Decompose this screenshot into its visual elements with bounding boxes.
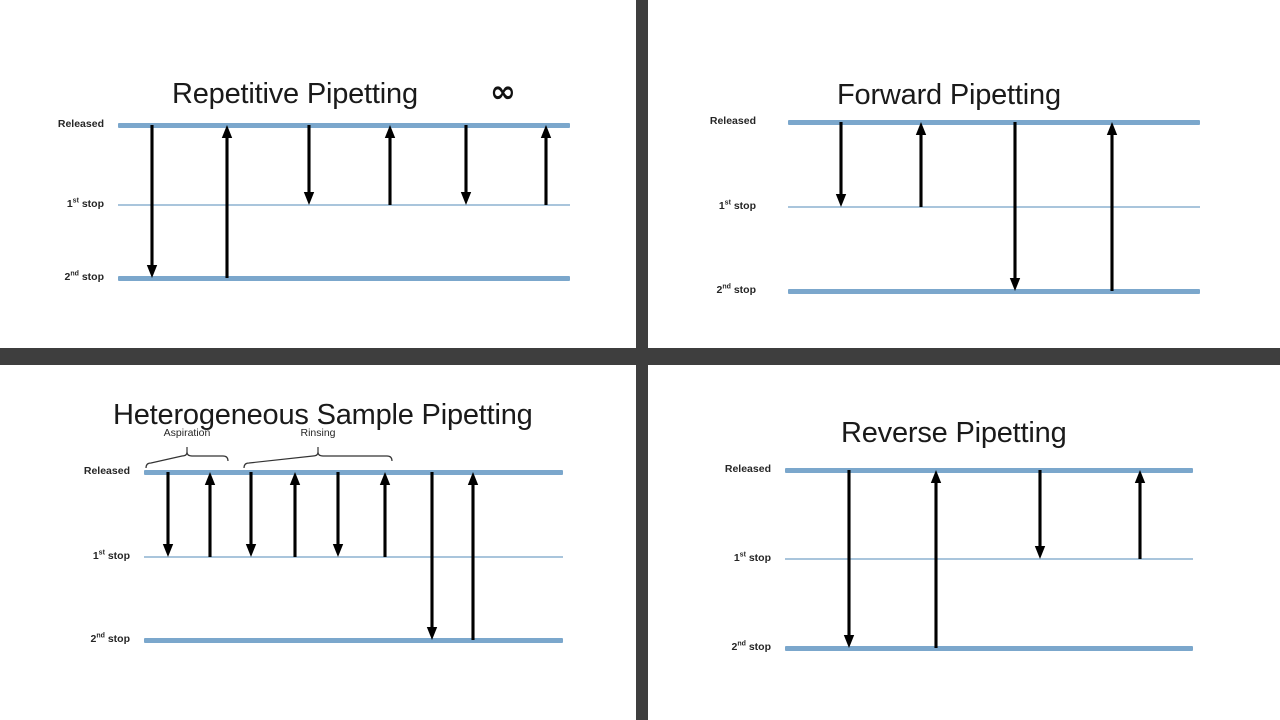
arrow-head bbox=[1134, 470, 1146, 483]
axis-label-first-stop: 1st stop bbox=[733, 551, 771, 564]
arrow-head bbox=[162, 544, 174, 557]
arrow-head bbox=[384, 125, 396, 138]
arrow-up bbox=[1134, 470, 1146, 559]
arrow-down bbox=[162, 472, 174, 557]
arrow-down bbox=[245, 472, 257, 557]
bracket-path bbox=[243, 451, 393, 469]
panel-title: Heterogeneous Sample Pipetting bbox=[113, 399, 533, 431]
axis-label-released: Released bbox=[709, 115, 756, 127]
arrow-down bbox=[460, 125, 472, 205]
axis-label-released: Released bbox=[57, 118, 104, 130]
level-line-first-stop bbox=[144, 556, 563, 558]
arrow-down bbox=[146, 125, 158, 278]
arrow-up bbox=[1106, 122, 1118, 291]
arrow-down bbox=[1034, 470, 1046, 559]
level-line-released bbox=[144, 469, 563, 475]
arrow-head bbox=[930, 470, 942, 483]
level-line-second-stop bbox=[785, 645, 1193, 651]
diagram-svg bbox=[835, 122, 1118, 291]
bracket-label-aspiration: Aspiration bbox=[163, 427, 211, 439]
arrow-head bbox=[221, 125, 233, 138]
arrow-head bbox=[540, 125, 552, 138]
level-line-second-stop bbox=[788, 288, 1200, 294]
arrow-head bbox=[835, 194, 847, 207]
arrow-up bbox=[384, 125, 396, 205]
axis-label-second-stop: 2nd stop bbox=[64, 270, 105, 283]
axis-label-released: Released bbox=[724, 463, 771, 475]
axis-label-first-stop: 1st stop bbox=[66, 197, 104, 210]
arrow-head bbox=[843, 635, 855, 648]
diagram-svg bbox=[843, 470, 1146, 648]
panel-title: Reverse Pipetting bbox=[841, 417, 1067, 449]
arrow-up bbox=[221, 125, 233, 278]
level-line-first-stop bbox=[788, 206, 1200, 208]
arrow-head bbox=[467, 472, 479, 485]
arrow-up bbox=[289, 472, 301, 557]
arrow-down bbox=[835, 122, 847, 207]
arrow-up bbox=[540, 125, 552, 205]
panel-title: Repetitive Pipetting bbox=[172, 78, 418, 110]
axis-label-released: Released bbox=[83, 465, 130, 477]
axis-label-first-stop: 1st stop bbox=[92, 549, 130, 562]
level-line-released bbox=[785, 467, 1193, 473]
arrow-down bbox=[843, 470, 855, 648]
diagram-svg bbox=[145, 447, 479, 640]
arrow-head bbox=[204, 472, 216, 485]
arrow-up bbox=[379, 472, 391, 557]
level-line-second-stop bbox=[118, 275, 570, 281]
level-line-first-stop bbox=[118, 204, 570, 206]
arrow-head bbox=[245, 544, 257, 557]
axis-label-second-stop: 2nd stop bbox=[716, 283, 757, 296]
arrow-head bbox=[1106, 122, 1118, 135]
level-line-second-stop bbox=[144, 637, 563, 643]
arrow-down bbox=[426, 472, 438, 640]
axis-label-first-stop: 1st stop bbox=[718, 199, 756, 212]
level-line-released bbox=[788, 119, 1200, 125]
axis-label-second-stop: 2nd stop bbox=[731, 640, 772, 653]
panel-title: Forward Pipetting bbox=[837, 79, 1061, 111]
arrow-head bbox=[303, 192, 315, 205]
arrow-up bbox=[930, 470, 942, 648]
bracket-path bbox=[145, 451, 229, 469]
horizontal-divider bbox=[0, 348, 1280, 365]
arrow-head bbox=[146, 265, 158, 278]
diagram-svg bbox=[146, 125, 552, 278]
arrow-head bbox=[460, 192, 472, 205]
arrow-head bbox=[332, 544, 344, 557]
arrow-head bbox=[1009, 278, 1021, 291]
arrow-head bbox=[289, 472, 301, 485]
arrow-up bbox=[204, 472, 216, 557]
arrow-head bbox=[379, 472, 391, 485]
arrow-head bbox=[1034, 546, 1046, 559]
level-line-first-stop bbox=[785, 558, 1193, 560]
arrow-head bbox=[426, 627, 438, 640]
level-line-released bbox=[118, 122, 570, 128]
arrow-down bbox=[303, 125, 315, 205]
axis-label-second-stop: 2nd stop bbox=[90, 632, 131, 645]
arrow-down bbox=[332, 472, 344, 557]
arrow-head bbox=[915, 122, 927, 135]
arrow-up bbox=[467, 472, 479, 640]
bracket-label-rinsing: Rinsing bbox=[300, 427, 336, 439]
arrow-down bbox=[1009, 122, 1021, 291]
panel-repetitive-pipetting: Repetitive Pipetting ∞ Released 1st stop 2nd… bbox=[0, 0, 636, 348]
infinity-icon: ∞ bbox=[490, 74, 516, 110]
arrow-up bbox=[915, 122, 927, 207]
